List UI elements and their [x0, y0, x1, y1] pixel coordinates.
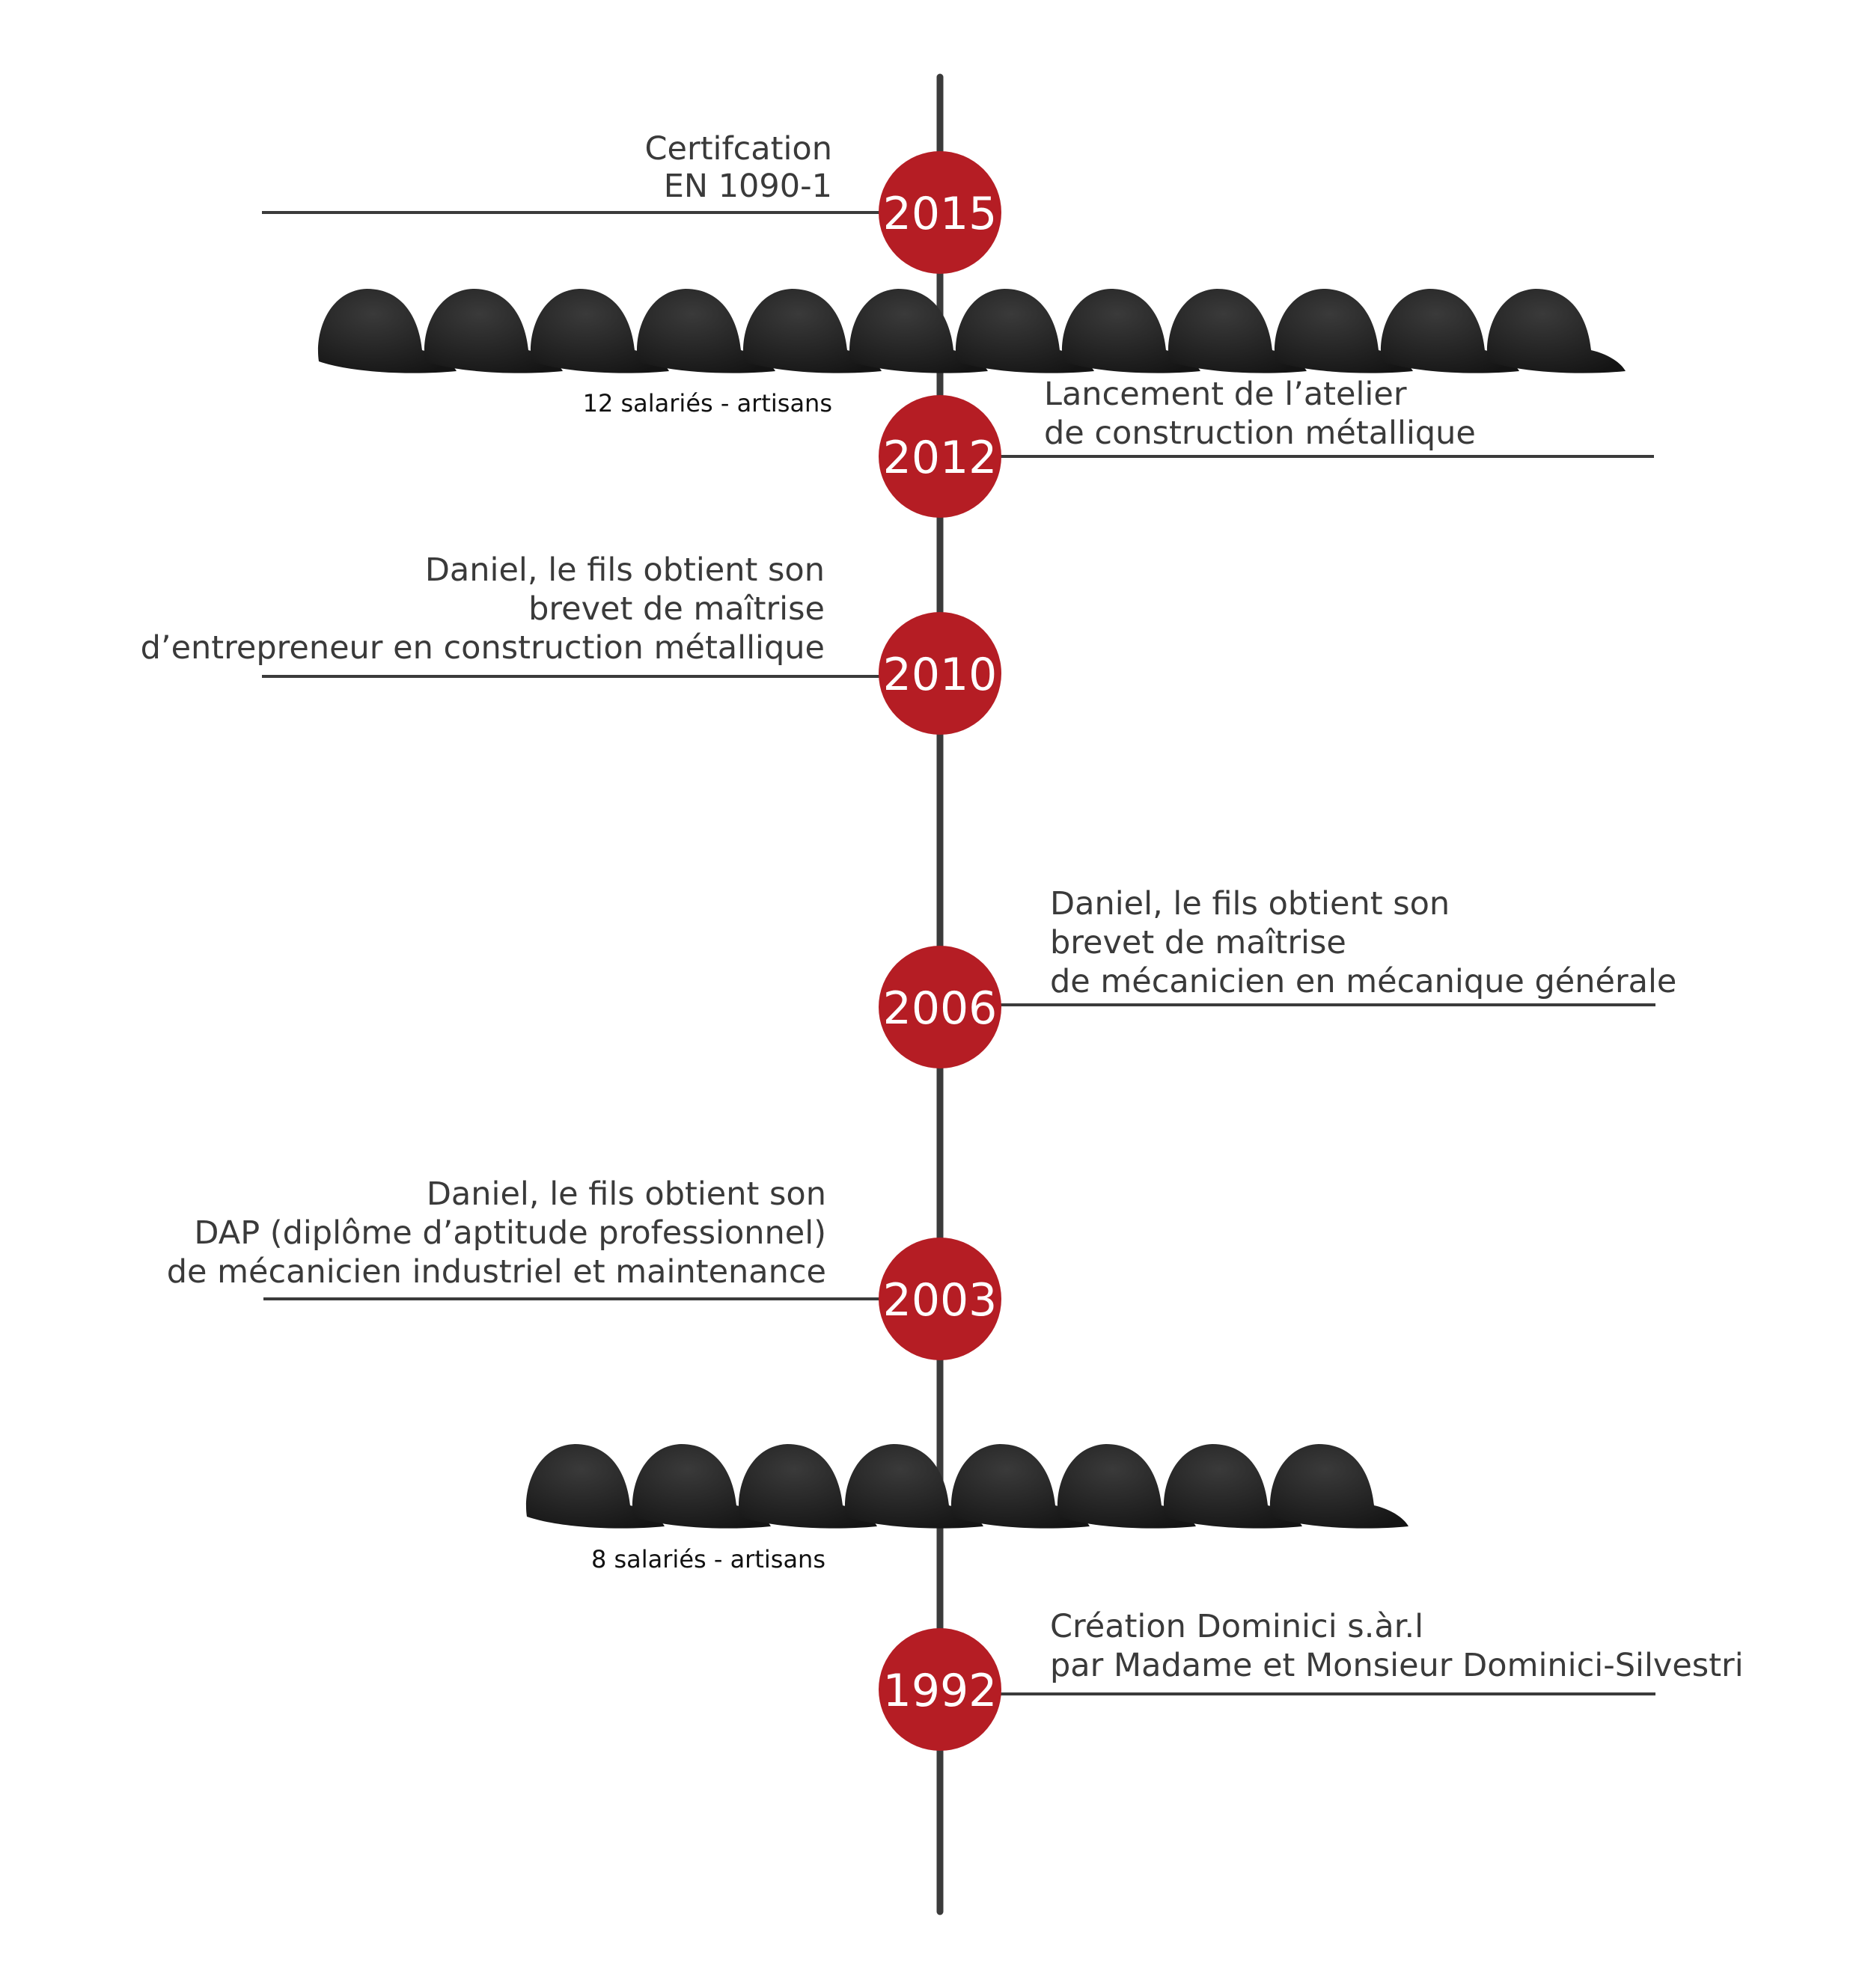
- event-desc-line: brevet de maîtrise: [528, 590, 825, 628]
- helmet-icon: [1486, 289, 1626, 373]
- event-desc-line: de mécanicien en mécanique générale: [1050, 963, 1676, 1000]
- staff-group-8: [525, 1444, 1408, 1529]
- year-label: 1992: [883, 1665, 998, 1717]
- year-label: 2010: [883, 649, 998, 701]
- year-badge: [879, 151, 1001, 274]
- event-desc-line: EN 1090-1: [664, 168, 832, 205]
- year-label: 2012: [883, 432, 998, 484]
- staff-label-12: 12 salariés - artisans: [583, 389, 832, 418]
- year-badge: [879, 612, 1001, 735]
- event-2012: Lancement de l’atelier de construction m…: [879, 376, 1654, 518]
- event-2006: Daniel, le fils obtient son brevet de ma…: [879, 885, 1676, 1068]
- event-desc-line: brevet de maîtrise: [1050, 924, 1346, 961]
- year-badge: [879, 395, 1001, 518]
- year-label: 2003: [883, 1274, 998, 1327]
- event-desc-line: DAP (diplôme d’aptitude professionnel): [194, 1214, 826, 1252]
- event-desc-line: d’entrepreneur en construction métalliqu…: [141, 629, 825, 667]
- staff-label-8: 8 salariés - artisans: [591, 1545, 825, 1573]
- event-2010: Daniel, le fils obtient son brevet de ma…: [141, 551, 1001, 735]
- event-desc-line: Daniel, le fils obtient son: [427, 1175, 826, 1213]
- year-label: 2006: [883, 982, 998, 1035]
- year-label: 2015: [883, 188, 998, 240]
- event-desc-line: de mécanicien industriel et maintenance: [167, 1253, 826, 1291]
- event-2003: Daniel, le fils obtient son DAP (diplôme…: [167, 1175, 1001, 1360]
- event-desc-line: Lancement de l’atelier: [1044, 376, 1407, 413]
- year-badge: [879, 1628, 1001, 1751]
- event-desc-line: Création Dominici s.àr.l: [1050, 1608, 1423, 1645]
- event-desc-line: par Madame et Monsieur Dominici-Silvestr…: [1050, 1647, 1744, 1684]
- event-2015: Certifcation EN 1090-1 2015: [262, 130, 1001, 274]
- year-badge: [879, 1238, 1001, 1360]
- staff-group-12: [317, 289, 1626, 373]
- event-desc-line: de construction métallique: [1044, 415, 1476, 452]
- event-1992: Création Dominici s.àr.l par Madame et M…: [879, 1608, 1744, 1751]
- event-desc-line: Daniel, le fils obtient son: [425, 551, 825, 589]
- helmet-icon: [1269, 1444, 1408, 1529]
- event-desc-line: Daniel, le fils obtient son: [1050, 885, 1450, 923]
- event-desc-line: Certifcation: [645, 130, 832, 168]
- year-badge: [879, 946, 1001, 1068]
